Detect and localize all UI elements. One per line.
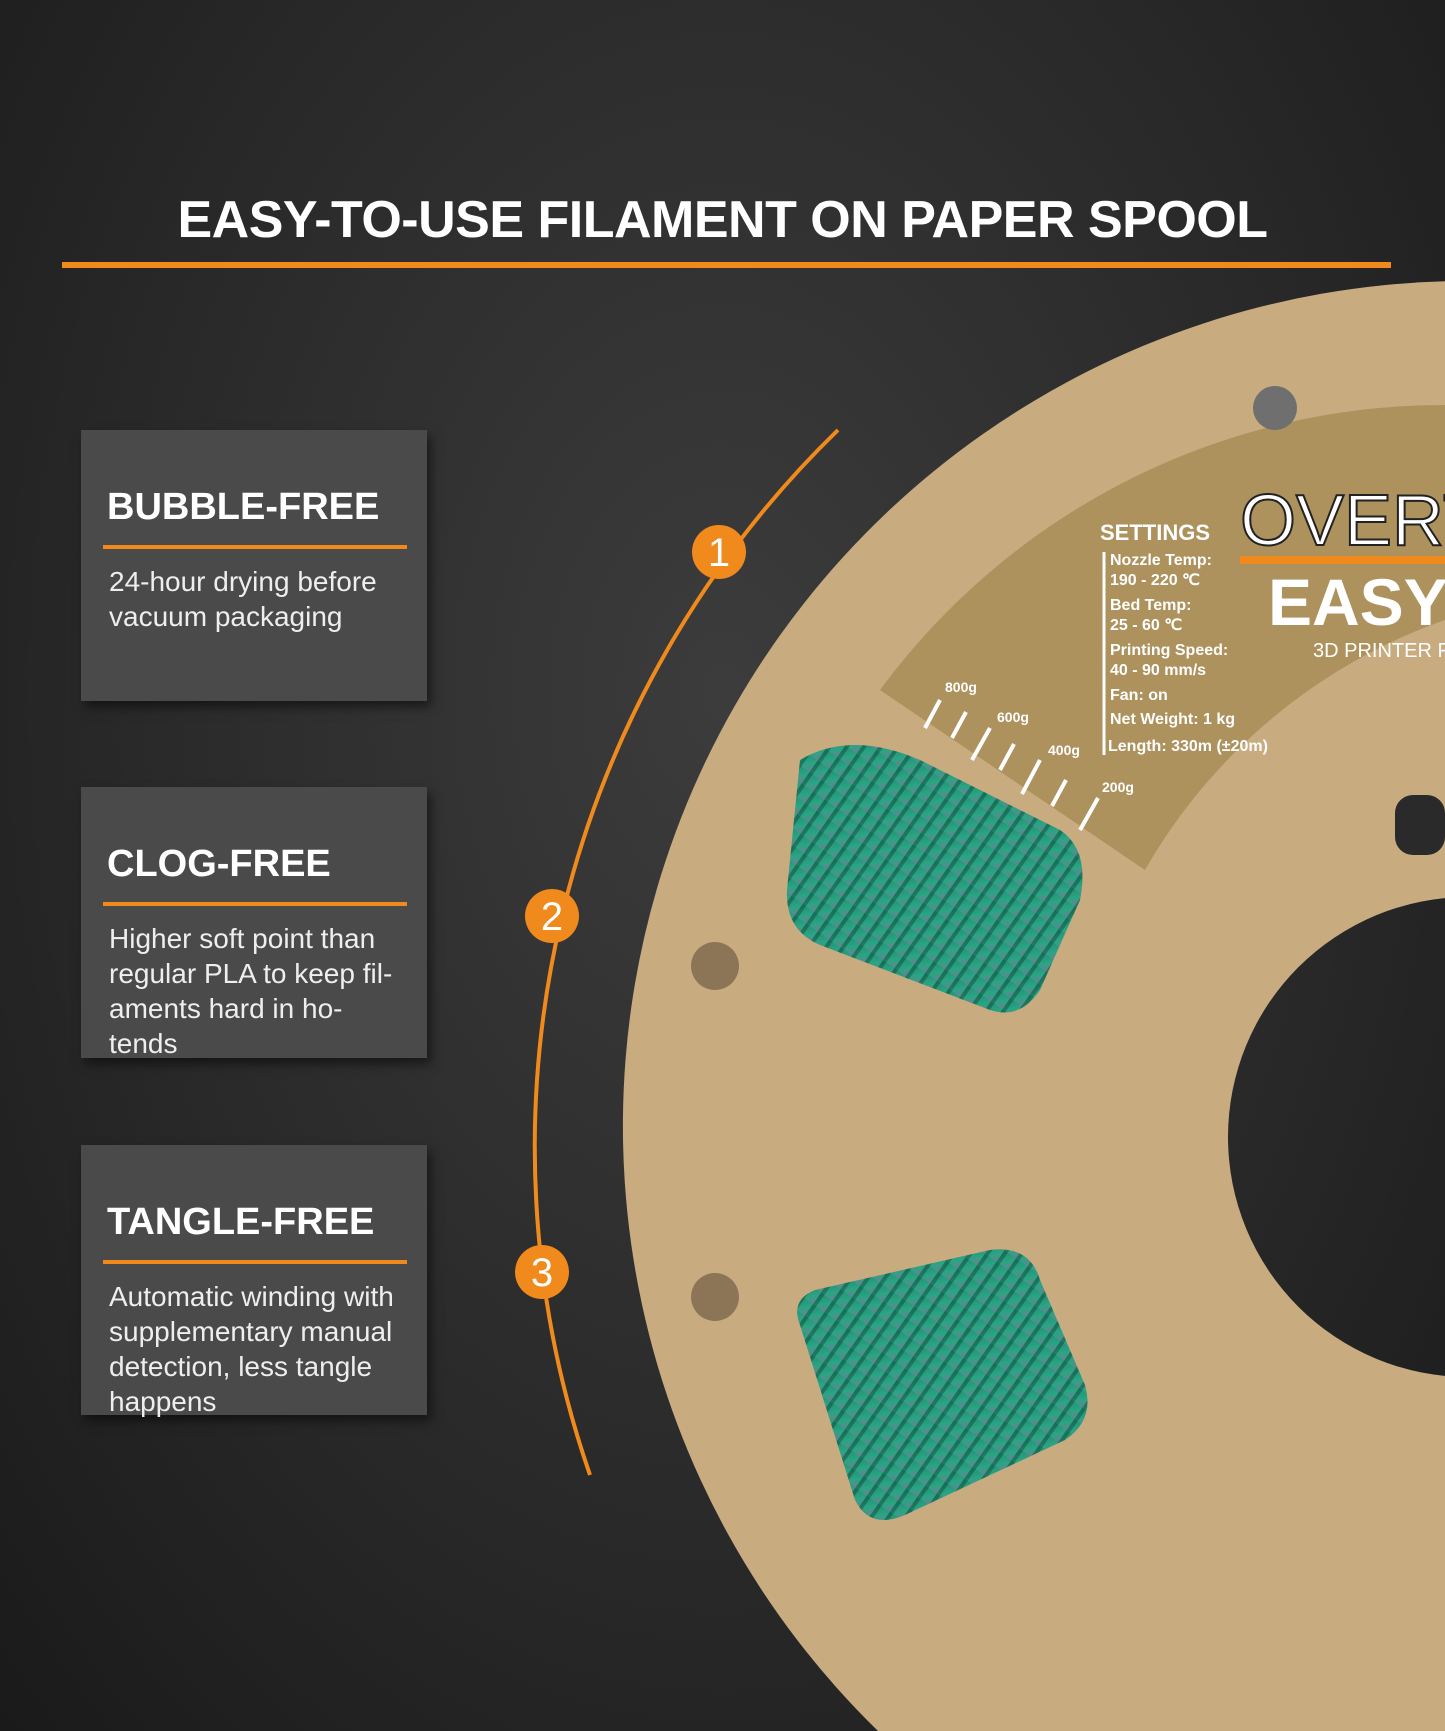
product-name: EASY [1268, 565, 1445, 639]
filament-window [786, 745, 1083, 1013]
feature-divider [103, 1260, 407, 1264]
feature-divider [103, 545, 407, 549]
product-subtitle: 3D PRINTER F [1313, 640, 1445, 662]
page-title: EASY-TO-USE FILAMENT ON PAPER SPOOL [177, 191, 1268, 249]
feature-text: Automatic winding with supplementary man… [109, 1281, 394, 1417]
feature-card-tangle-free: TANGLE-FREE Automatic winding with suppl… [81, 1145, 427, 1417]
svg-text:1: 1 [708, 531, 730, 575]
scale-label: 400g [1048, 742, 1080, 758]
feature-card-bubble-free: BUBBLE-FREE 24-hour drying before vacuum… [81, 430, 427, 701]
setting-line: Fan: on [1110, 687, 1168, 704]
spool-hole [1253, 386, 1297, 430]
setting-line: Nozzle Temp: [1110, 552, 1212, 569]
setting-line: 40 - 90 mm/s [1110, 662, 1206, 679]
setting-line: Printing Speed: [1110, 642, 1228, 659]
label-band [880, 404, 1445, 870]
spool-slot [1395, 795, 1445, 855]
setting-line: Length: 330m (±20m) [1108, 738, 1268, 755]
brand-logo: OVERT [1240, 481, 1445, 561]
scale-label: 200g [1102, 779, 1134, 795]
feature-divider [103, 902, 407, 906]
scale-label: 800g [945, 679, 977, 695]
svg-text:2: 2 [541, 895, 563, 939]
marker-1: 1 [692, 525, 746, 579]
feature-heading: BUBBLE-FREE [107, 486, 380, 528]
feature-heading: CLOG-FREE [107, 843, 331, 885]
setting-line: Net Weight: 1 kg [1110, 711, 1235, 728]
setting-line: 25 - 60 ℃ [1110, 617, 1182, 634]
weight-scale-ticks [923, 699, 1100, 831]
marker-2: 2 [525, 889, 579, 943]
settings-title: SETTINGS [1100, 520, 1210, 545]
filament-window [797, 1249, 1088, 1520]
feature-text: Higher soft point than regular PLA to ke… [109, 923, 393, 1059]
setting-line: 190 - 220 ℃ [1110, 572, 1200, 589]
marker-3: 3 [515, 1245, 569, 1299]
feature-text: 24-hour drying before vacuum packaging [109, 566, 377, 632]
spool-hole [691, 942, 739, 990]
spool-hole [691, 1273, 739, 1321]
feature-card-clog-free: CLOG-FREE Higher soft point than regular… [81, 787, 427, 1059]
title-underline [62, 262, 1391, 268]
setting-line: Bed Temp: [1110, 597, 1191, 614]
feature-heading: TANGLE-FREE [107, 1201, 375, 1243]
scale-label: 600g [997, 709, 1029, 725]
svg-text:3: 3 [531, 1251, 553, 1295]
